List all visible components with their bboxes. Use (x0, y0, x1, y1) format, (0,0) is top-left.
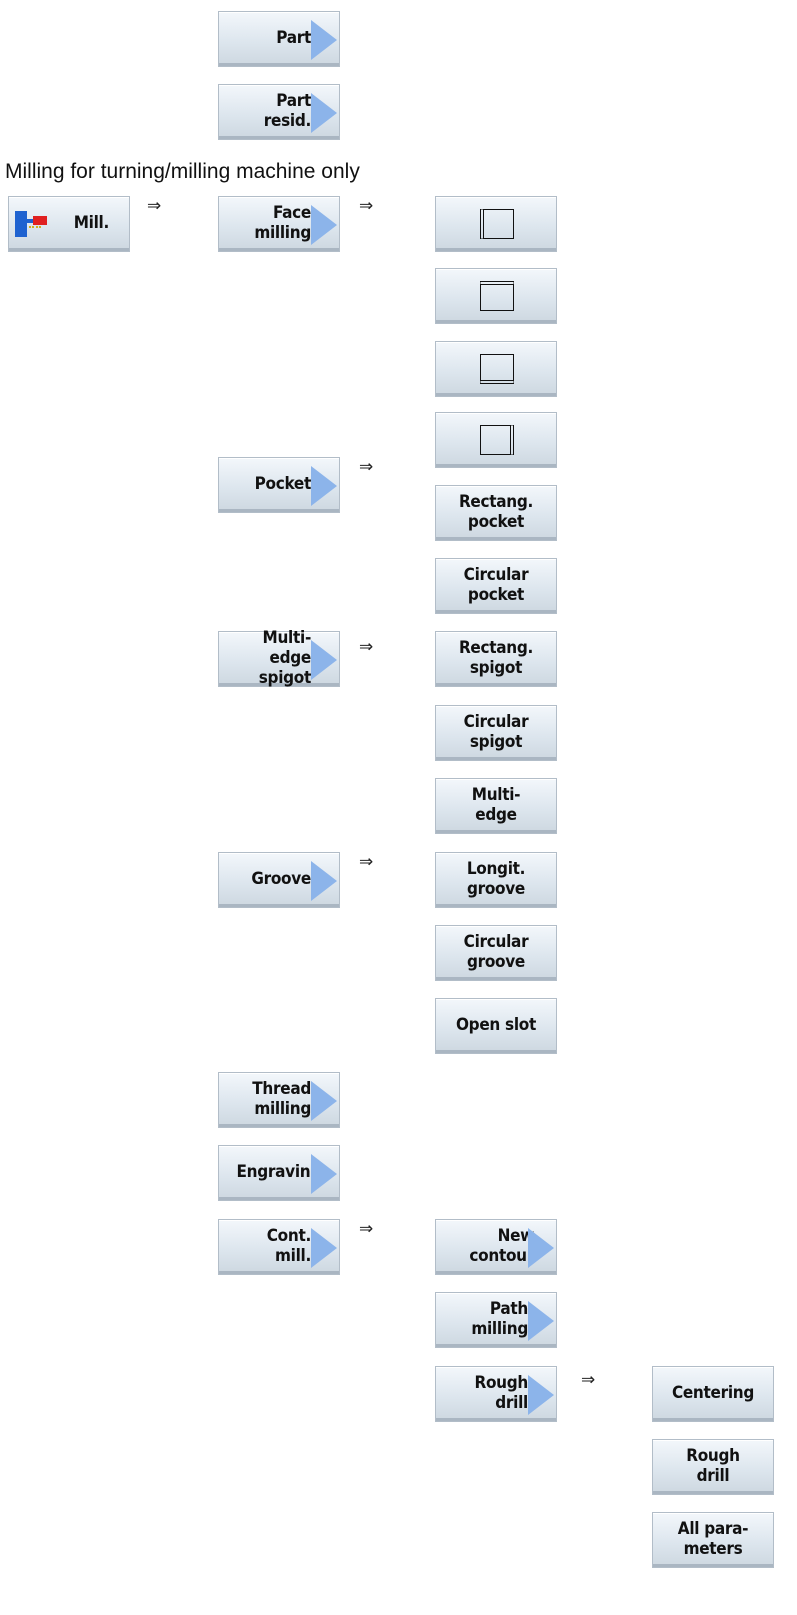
open-slot-label: Open slot (455, 1014, 536, 1035)
face-milling-label: Face milling (254, 202, 311, 243)
part-resid-softkey[interactable]: Part resid. (218, 84, 340, 140)
face-right-icon (480, 425, 514, 455)
multi-edge-label: Multi- edge (471, 784, 521, 825)
part-resid-label: Part resid. (263, 90, 312, 131)
submenu-arrow-icon (528, 1228, 554, 1268)
implies-arrow: ⇒ (359, 1219, 374, 1239)
thread-milling-label: Thread milling (252, 1078, 311, 1119)
rough-drill-param-softkey[interactable]: Rough drill (652, 1439, 774, 1495)
multi-edge-spigot-softkey[interactable]: Multi-edge spigot (218, 627, 340, 688)
submenu-arrow-icon (528, 1375, 554, 1415)
submenu-arrow-icon (311, 1081, 337, 1121)
implies-arrow: ⇒ (359, 637, 374, 657)
pocket-label: Pocket (254, 473, 312, 494)
face-milling-left-softkey[interactable] (435, 196, 557, 252)
implies-arrow: ⇒ (147, 196, 162, 216)
rectang-spigot-softkey[interactable]: Rectang. spigot (435, 631, 557, 687)
pocket-softkey[interactable]: Pocket (218, 457, 340, 513)
cont-mill-softkey[interactable]: Cont. mill. (218, 1219, 340, 1275)
path-milling-softkey[interactable]: Path milling (435, 1292, 557, 1348)
face-left-icon (480, 209, 514, 239)
part-softkey[interactable]: Part (218, 11, 340, 67)
part-label: Part (276, 27, 311, 48)
circular-spigot-label: Circular spigot (463, 711, 529, 752)
centering-label: Centering (671, 1382, 755, 1403)
multi-edge-softkey[interactable]: Multi- edge (435, 778, 557, 834)
circular-pocket-label: Circular pocket (463, 564, 529, 605)
circular-groove-softkey[interactable]: Circular groove (435, 925, 557, 981)
rectang-spigot-label: Rectang. spigot (458, 637, 534, 678)
mill-softkey[interactable]: Mill. (8, 196, 130, 252)
new-contour-label: New contour (469, 1225, 534, 1266)
face-milling-bottom-softkey[interactable] (435, 341, 557, 397)
submenu-arrow-icon (311, 640, 337, 680)
submenu-arrow-icon (311, 466, 337, 506)
face-top-icon (480, 281, 514, 311)
face-bottom-icon (480, 354, 514, 384)
face-milling-right-softkey[interactable] (435, 412, 557, 468)
rough-drill-softkey[interactable]: Rough drill (435, 1366, 557, 1422)
path-milling-label: Path milling (471, 1298, 528, 1339)
submenu-arrow-icon (311, 861, 337, 901)
groove-label: Groove (251, 868, 311, 889)
multi-edge-spigot-label: Multi-edge spigot (258, 627, 312, 688)
circular-groove-label: Circular groove (463, 931, 529, 972)
submenu-arrow-icon (528, 1301, 554, 1341)
all-parameters-label: All para- meters (677, 1518, 749, 1559)
implies-arrow: ⇒ (359, 196, 374, 216)
mill-tool-icon (15, 211, 55, 237)
face-milling-top-softkey[interactable] (435, 268, 557, 324)
engraving-softkey[interactable]: Engraving (218, 1145, 340, 1201)
thread-milling-softkey[interactable]: Thread milling (218, 1072, 340, 1128)
submenu-arrow-icon (311, 20, 337, 60)
face-milling-softkey[interactable]: Face milling (218, 196, 340, 252)
open-slot-softkey[interactable]: Open slot (435, 998, 557, 1054)
new-contour-softkey[interactable]: New contour (435, 1219, 557, 1275)
submenu-arrow-icon (311, 93, 337, 133)
submenu-arrow-icon (311, 205, 337, 245)
submenu-arrow-icon (311, 1228, 337, 1268)
rough-drill-label: Rough drill (474, 1372, 528, 1413)
centering-softkey[interactable]: Centering (652, 1366, 774, 1422)
circular-spigot-softkey[interactable]: Circular spigot (435, 705, 557, 761)
longit-groove-label: Longit. groove (466, 858, 526, 899)
rectang-pocket-softkey[interactable]: Rectang. pocket (435, 485, 557, 541)
groove-softkey[interactable]: Groove (218, 852, 340, 908)
implies-arrow: ⇒ (359, 457, 374, 477)
rough-drill-param-label: Rough drill (686, 1445, 740, 1486)
implies-arrow: ⇒ (581, 1370, 596, 1390)
mill-label: Mill. (73, 212, 110, 233)
cont-mill-label: Cont. mill. (266, 1225, 312, 1266)
section-heading: Milling for turning/milling machine only (5, 160, 360, 183)
implies-arrow: ⇒ (359, 852, 374, 872)
engraving-label: Engraving (236, 1161, 322, 1182)
all-parameters-softkey[interactable]: All para- meters (652, 1512, 774, 1568)
rectang-pocket-label: Rectang. pocket (458, 491, 534, 532)
circular-pocket-softkey[interactable]: Circular pocket (435, 558, 557, 614)
longit-groove-softkey[interactable]: Longit. groove (435, 852, 557, 908)
submenu-arrow-icon (311, 1154, 337, 1194)
